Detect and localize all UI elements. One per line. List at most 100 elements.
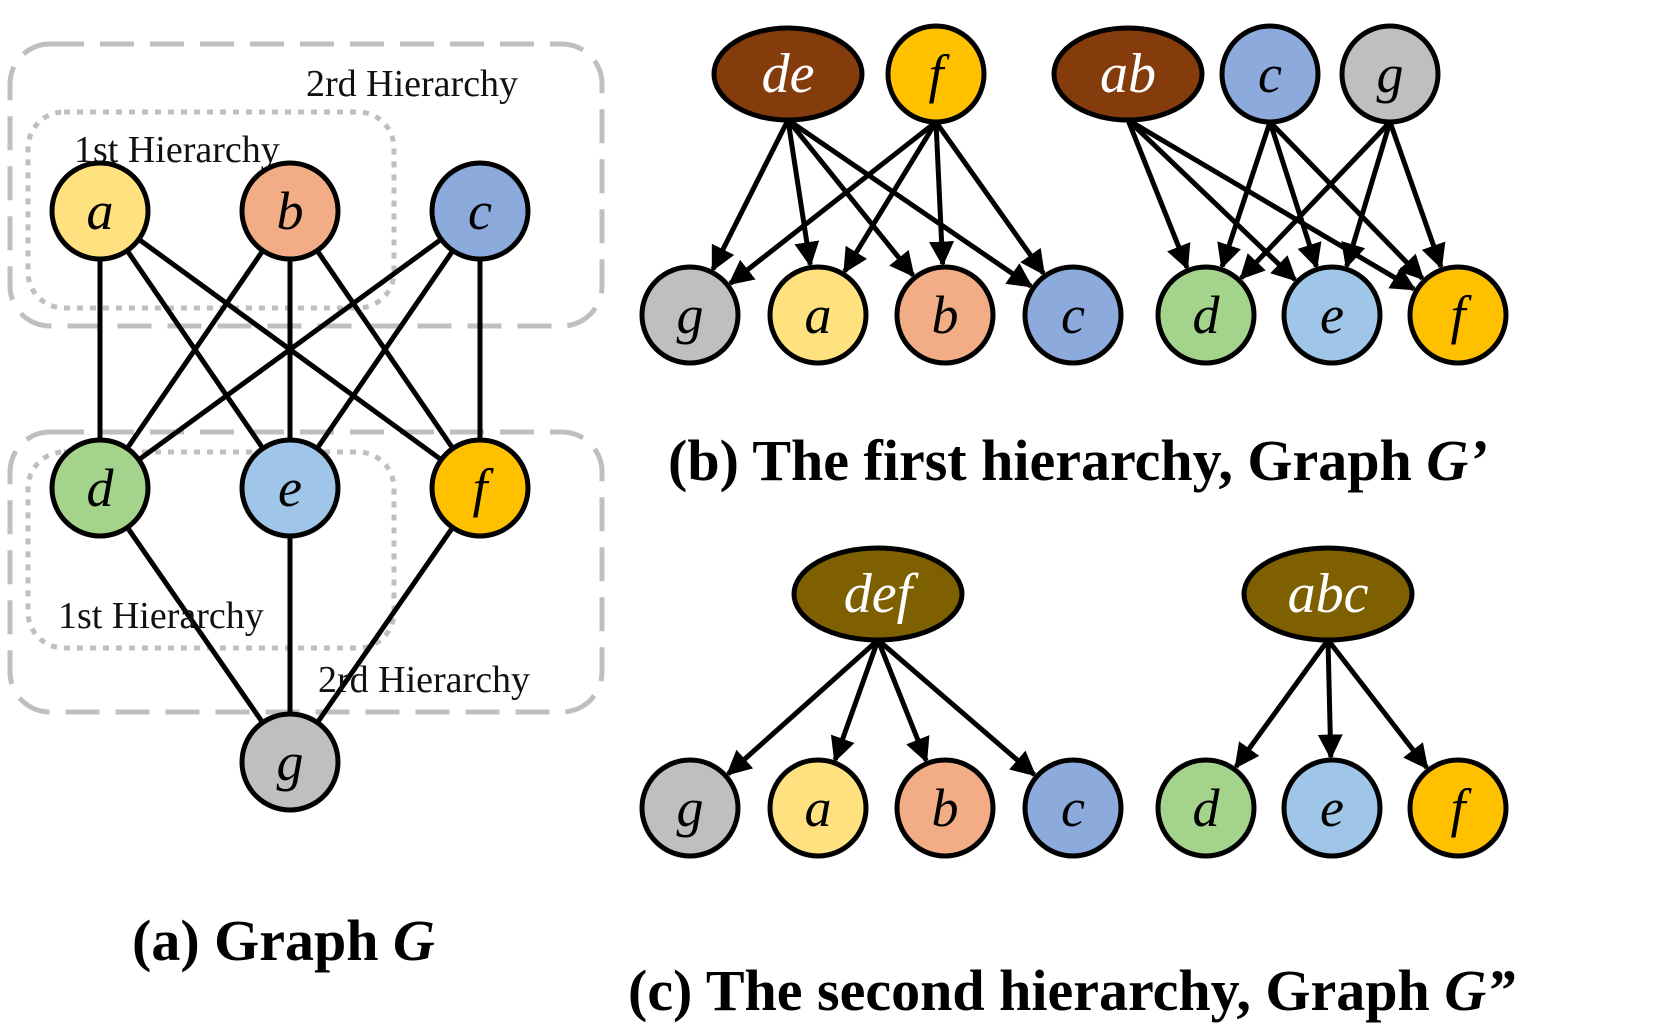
- bottom-node-c-circle: [1022, 757, 1124, 859]
- caption-symbol: G”: [1444, 958, 1515, 1023]
- edge-def-b: [875, 639, 930, 763]
- bottom-node-b-label: b: [932, 285, 959, 345]
- bottom-node-e-circle: [1281, 757, 1383, 859]
- bottom-node-b: b: [894, 264, 996, 366]
- edge-g-e: [1341, 121, 1393, 269]
- node-g: g: [239, 711, 341, 813]
- edge-c-f: [1268, 120, 1425, 281]
- edge-abc-d: [1233, 638, 1331, 769]
- edge-c-d: [98, 208, 482, 491]
- bottom-node-a: a: [767, 757, 869, 859]
- bottom-node-a-label: a: [805, 778, 832, 838]
- top-node-def-label: def: [844, 563, 920, 625]
- bottom-node-g-circle: [639, 264, 741, 366]
- second-hierarchy-top-box: [7, 41, 605, 329]
- edge-g-d: [1239, 120, 1392, 280]
- panel-a-caption: (a) Graph G: [132, 908, 435, 973]
- edge-c-e: [287, 209, 483, 490]
- edge-b-d: [97, 209, 293, 490]
- bottom-node-c-label: c: [1061, 778, 1085, 838]
- top-node-de-label: de: [762, 43, 815, 105]
- top-node-c-label: c: [1258, 44, 1282, 104]
- edge-abc-e: [1317, 639, 1343, 760]
- node-c-label: c: [468, 181, 492, 241]
- caption-symbol: G: [393, 908, 435, 973]
- second-hierarchy-bottom-box: [7, 429, 605, 715]
- top-node-de: de: [711, 25, 865, 123]
- bottom-node-e-label: e: [1320, 285, 1344, 345]
- node-c: c: [429, 160, 531, 262]
- top-node-g: g: [1339, 23, 1441, 125]
- top-node-ab-ellipse: [1051, 25, 1205, 123]
- bottom-node-b-label: b: [932, 778, 959, 838]
- bottom-node-b-circle: [894, 757, 996, 859]
- edge-def-a: [830, 639, 881, 763]
- edge-c-e: [1267, 121, 1322, 269]
- edge-abc-f: [1326, 638, 1429, 770]
- bottom-node-b: b: [894, 757, 996, 859]
- first-hierarchy-bottom-label: 1st Hierarchy: [58, 595, 264, 637]
- bottom-node-c-circle: [1022, 264, 1124, 366]
- edge-de-a: [785, 119, 820, 268]
- panel-c-caption: (c) The second hierarchy, Graph G”: [628, 958, 1515, 1023]
- edge-f-a: [842, 120, 939, 274]
- edge-def-c: [876, 638, 1037, 777]
- node-f: f: [429, 437, 531, 539]
- node-e-label: e: [278, 458, 302, 518]
- edge-c-d: [1217, 121, 1273, 269]
- edge-de-g: [710, 118, 791, 272]
- node-a-circle: [49, 160, 151, 262]
- edge-f-g: [287, 486, 483, 764]
- top-node-de-ellipse: [711, 25, 865, 123]
- node-e-circle: [239, 437, 341, 539]
- second-hierarchy-bottom-label: 2rd Hierarchy: [318, 659, 530, 701]
- node-d-circle: [49, 437, 151, 539]
- edge-de-b: [786, 118, 915, 278]
- bottom-node-a-circle: [767, 757, 869, 859]
- bottom-node-d: d: [1155, 264, 1257, 366]
- node-a: a: [49, 160, 151, 262]
- top-node-g-label: g: [1377, 44, 1404, 104]
- panel-c-edges: [726, 638, 1429, 777]
- node-c-circle: [429, 160, 531, 262]
- bottom-node-g-circle: [639, 757, 741, 859]
- top-node-abc-ellipse: [1241, 545, 1415, 643]
- top-node-ab-label: ab: [1100, 43, 1156, 105]
- bottom-node-e-label: e: [1320, 778, 1344, 838]
- top-node-g-circle: [1339, 23, 1441, 125]
- caption-prefix: (a) Graph: [132, 908, 393, 973]
- node-f-circle: [429, 437, 531, 539]
- top-node-ab: ab: [1051, 25, 1205, 123]
- caption-prefix: (b) The first hierarchy, Graph: [668, 428, 1426, 493]
- edge-f-g: [728, 120, 938, 286]
- panel-a: 2rd Hierarchy 1st Hierarchy 1st Hierarch…: [7, 41, 605, 973]
- bottom-node-f-circle: [1407, 264, 1509, 366]
- bottom-node-f: f: [1407, 757, 1509, 859]
- caption-symbol: G’: [1426, 428, 1487, 493]
- node-g-circle: [239, 711, 341, 813]
- bottom-node-f-circle: [1407, 757, 1509, 859]
- panel-b-edges: [710, 117, 1446, 292]
- edge-ab-f: [1126, 117, 1417, 292]
- panel-b-caption: (b) The first hierarchy, Graph G’: [668, 428, 1488, 493]
- bottom-node-g-label: g: [677, 285, 704, 345]
- node-b: b: [239, 160, 341, 262]
- bottom-node-a-label: a: [805, 285, 832, 345]
- bottom-node-c-label: c: [1061, 285, 1085, 345]
- bottom-node-a: a: [767, 264, 869, 366]
- node-g-label: g: [277, 732, 304, 792]
- edge-f-c: [933, 120, 1046, 276]
- edge-def-g: [726, 638, 880, 776]
- bottom-node-g-label: g: [677, 778, 704, 838]
- bottom-node-d-circle: [1155, 264, 1257, 366]
- node-a-label: a: [87, 181, 114, 241]
- top-node-def-ellipse: [791, 545, 965, 643]
- bottom-node-e-circle: [1281, 264, 1383, 366]
- bottom-node-d-label: d: [1193, 778, 1221, 838]
